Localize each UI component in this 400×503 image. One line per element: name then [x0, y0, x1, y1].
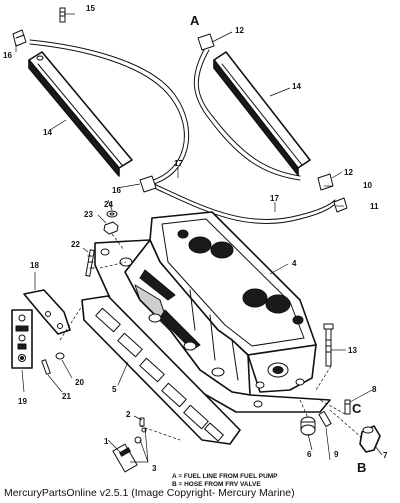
nut-23 [103, 221, 119, 235]
callout-17-right: 17 [270, 194, 279, 203]
washer-20 [55, 352, 65, 360]
callout-20: 20 [75, 378, 84, 387]
fitting-11 [333, 197, 348, 213]
callout-17-upper: 17 [174, 159, 183, 168]
copyright-footer: MercuryPartsOnline v2.5.1 (Image Copyrig… [4, 487, 295, 499]
fuel-line-right [193, 47, 301, 181]
letter-b: B [357, 460, 366, 475]
callout-8: 8 [372, 385, 377, 394]
letter-c: C [352, 401, 362, 416]
callout-12-top: 12 [235, 26, 244, 35]
callout-16-left: 16 [3, 51, 12, 60]
callout-14-left: 14 [43, 128, 52, 137]
elbow-fitting-7 [359, 425, 381, 453]
callout-13: 13 [348, 346, 357, 355]
callout-16-mid: 16 [112, 186, 121, 195]
fitting-15 [59, 7, 66, 23]
callout-5: 5 [112, 385, 117, 394]
callout-9: 9 [334, 450, 339, 459]
fitting-9 [318, 410, 332, 428]
callout-21: 21 [62, 392, 71, 401]
callout-1: 1 [104, 437, 109, 446]
fuel-rail-left [28, 51, 133, 177]
callout-14-right: 14 [292, 82, 301, 91]
bracket-plate [11, 309, 33, 369]
mounting-bracket [23, 289, 71, 335]
washer-24 [106, 210, 118, 218]
callout-3: 3 [152, 464, 157, 473]
fuel-line-lower [151, 182, 336, 225]
sensor-8 [344, 399, 351, 415]
callout-22: 22 [71, 240, 80, 249]
callout-12-right: 12 [344, 168, 353, 177]
legend-line-a: A = FUEL LINE FROM FUEL PUMP [172, 473, 278, 480]
callout-6: 6 [307, 450, 312, 459]
leader-lines [15, 13, 383, 463]
fuel-rail-right [213, 51, 311, 176]
callout-15: 15 [86, 4, 95, 13]
manifold-gasket [81, 295, 241, 445]
fitting-16-left [12, 29, 27, 47]
screw-21 [41, 359, 51, 375]
callout-10: 10 [363, 181, 372, 190]
callout-19: 19 [18, 397, 27, 406]
stud-22 [85, 249, 95, 277]
fuel-line-upper [29, 39, 190, 186]
plug-6 [300, 416, 316, 436]
legend-line-b: B = HOSE FROM FRV VALVE [172, 481, 261, 488]
callout-4: 4 [292, 259, 297, 268]
callout-24: 24 [104, 200, 113, 209]
intake-manifold [94, 211, 331, 413]
letter-a: A [190, 13, 200, 28]
callout-11: 11 [370, 202, 379, 211]
callout-23: 23 [84, 210, 93, 219]
callout-18: 18 [30, 261, 39, 270]
fitting-16-mid [139, 175, 157, 193]
fitting-12-top [197, 33, 215, 51]
callout-7: 7 [383, 451, 388, 460]
bolt-13 [323, 323, 334, 367]
fitting-12-right [317, 173, 334, 191]
callout-2: 2 [126, 410, 131, 419]
